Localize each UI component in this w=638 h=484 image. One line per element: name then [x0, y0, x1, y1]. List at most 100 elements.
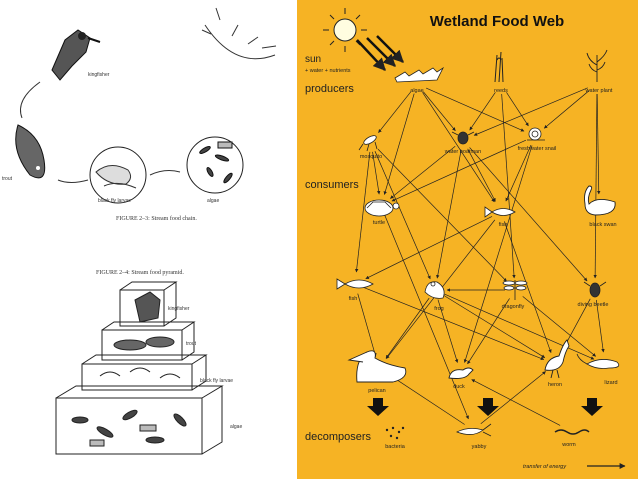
yabby-icon [455, 423, 492, 437]
energy-arrow-fish-left-to-heron [364, 287, 545, 360]
worm-icon [554, 429, 590, 435]
pyramid-level-kingfisher [119, 281, 178, 327]
node-label-mosquito: mosquito [360, 154, 382, 160]
energy-arrow-water-plant-to-water-boatman [473, 87, 588, 136]
energy-arrow-mosquito-to-frog [374, 151, 431, 280]
larvae-circle [89, 146, 147, 204]
node-label-yabby: yabby [472, 444, 487, 450]
pyramid-label-algae: algae [230, 424, 242, 430]
energy-arrow-worm-to-duck [471, 379, 561, 426]
node-label-water-boatman: water boatman [444, 149, 481, 155]
node-label-heron: heron [548, 382, 562, 388]
node-label-diving-beetle: diving beetle [578, 302, 609, 308]
pyramid-level-larvae [81, 354, 208, 391]
energy-arrow-algae-to-turtle [383, 93, 415, 195]
algae-cells-icon [199, 141, 233, 184]
pelican-icon [347, 350, 407, 383]
energy-arrow-mosquito-to-fish-left [354, 151, 371, 273]
heron-icon [544, 339, 570, 379]
sun-icon [201, 7, 277, 60]
energy-arrow-algae-to-water-boatman [423, 91, 456, 131]
chain-label-trout: trout [2, 176, 13, 182]
node-label-frog: frog [434, 306, 443, 312]
duck-icon [448, 367, 474, 379]
energy-arrows [354, 87, 605, 426]
energy-arrow-reeds-to-water-boatman [469, 92, 496, 131]
label-sun-sub: + water + nutrients [305, 68, 351, 74]
mosquito-icon [358, 135, 378, 152]
web-background [297, 0, 638, 479]
chain-label-kingfisher: kingfisher [88, 72, 110, 78]
node-label-lizard: lizard [604, 380, 617, 386]
energy-arrow-reeds-to-snail [506, 92, 529, 127]
freshwater-snail-icon [527, 127, 545, 141]
node-label-pelican: pelican [368, 388, 385, 394]
pyramid-caption: FIGURE 2–4: Stream food pyramid. [96, 269, 184, 276]
black-swan-icon [584, 185, 616, 216]
pyramid-label-trout: trout [186, 341, 197, 347]
energy-arrow-algae-to-fish-top [422, 92, 495, 203]
food-web-diagram: Wetland Food Web sun + water + nutri [297, 0, 638, 479]
node-label-black-swan: black swan [589, 222, 616, 228]
node-label-reeds: reeds [494, 88, 508, 94]
web-title: Wetland Food Web [430, 13, 564, 30]
chain-label-larvae: black fly larvae [98, 198, 131, 204]
energy-arrow-frog-to-heron [443, 294, 546, 358]
energy-arrow-water-plant-to-snail [543, 90, 590, 129]
label-consumers: consumers [305, 179, 359, 191]
energy-arrow-diving-beetle-to-lizard [595, 299, 605, 353]
energy-arrow-yabby-to-pelican [388, 374, 465, 425]
energy-arrow-frog-to-lizard [444, 293, 595, 360]
stream-panel: kingfisher trout black fly larvae [0, 0, 297, 479]
node-label-dragonfly: dragonfly [502, 304, 525, 310]
lizard-icon [576, 353, 620, 369]
decomposition-arrows [367, 398, 603, 416]
sun-rays-arrows [356, 35, 404, 71]
energy-arrow-dragonfly-to-duck [467, 298, 510, 365]
label-producers: producers [305, 83, 354, 95]
node-label-water-plant: water plant [585, 88, 613, 94]
label-decomposers: decomposers [305, 431, 372, 443]
node-label-bacteria: bacteria [385, 444, 406, 450]
energy-arrow-water-plant-to-diving-beetle [593, 93, 598, 279]
node-label-fish-top: fish [499, 222, 508, 228]
fish-top-icon [484, 206, 516, 218]
stream-illustration: kingfisher trout black fly larvae [2, 7, 277, 455]
energy-arrow-reeds-to-dragonfly [501, 93, 516, 279]
black-fly-larvae-icon [95, 165, 137, 189]
reeds-icon [494, 51, 504, 83]
chain-caption: FIGURE 2–3: Stream food chain. [116, 215, 197, 222]
energy-arrow-water-boatman-to-fish-top [467, 148, 496, 202]
chain-label-algae: algae [207, 198, 219, 204]
energy-arrow-water-boatman-to-diving-beetle [469, 147, 588, 282]
pyramid-label-larvae: black fly larvae [200, 378, 233, 384]
energy-arrow-algae-to-snail [426, 87, 525, 132]
node-label-freshwater-snail: freshwater snail [518, 146, 557, 152]
energy-arrow-mosquito-to-turtle [372, 151, 381, 195]
energy-arrow-algae-to-mosquito [378, 91, 412, 133]
turtle-icon [364, 199, 400, 217]
diving-beetle-icon [583, 281, 607, 298]
kingfisher-icon [51, 29, 101, 81]
node-label-duck: duck [453, 384, 465, 390]
label-sun: sun [305, 54, 321, 65]
energy-arrow-snail-to-turtle [391, 139, 527, 202]
node-label-fish-left: fish [349, 296, 358, 302]
energy-arrow-water-boatman-to-turtle [390, 145, 456, 199]
water-plant-icon [586, 49, 608, 82]
algae-icon [394, 66, 445, 83]
node-label-worm: worm [561, 442, 576, 448]
fish-left-icon [336, 278, 374, 290]
energy-arrow-snail-to-duck [463, 145, 533, 363]
energy-arrow-snail-to-fish-top [505, 144, 532, 202]
energy-arrow-fish-top-to-fish-left [365, 216, 493, 280]
legend-label: transfer of energy [523, 464, 567, 470]
water-boatman-icon [451, 131, 475, 145]
energy-arrow-yabby-to-heron [480, 371, 546, 425]
wetland-food-web-panel: Wetland Food Web sun + water + nutri [297, 0, 638, 479]
energy-arrow-mosquito-to-dragonfly [377, 148, 507, 282]
energy-arrow-water-plant-to-black-swan [596, 93, 601, 195]
energy-arrow-fish-left-to-pelican [357, 293, 377, 357]
energy-arrow-turtle-to-yabby [384, 215, 469, 420]
